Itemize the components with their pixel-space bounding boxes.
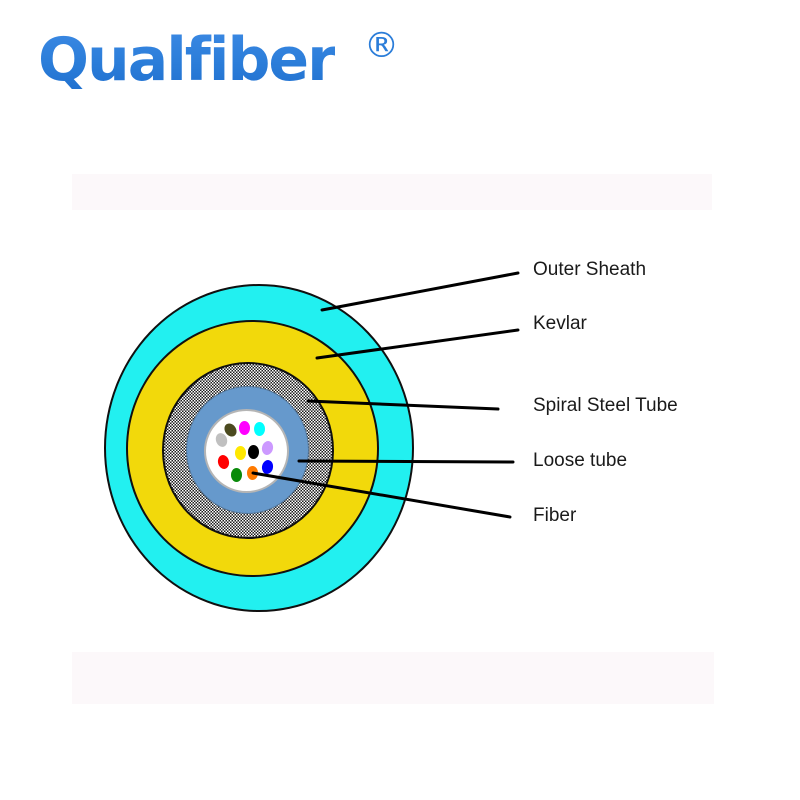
fiber-dot-aqua <box>253 422 265 436</box>
label-kevlar: Kevlar <box>533 313 587 334</box>
fiber-dot-orange <box>246 466 258 480</box>
label-outer-sheath: Outer Sheath <box>533 259 647 280</box>
fiber-dot-magenta <box>238 421 250 435</box>
brand-logo-text: Qualfiber <box>38 25 337 95</box>
fiber-dot-yellow <box>234 446 246 460</box>
faint-watermark-band-bottom <box>72 652 714 704</box>
label-spiral-steel-tube: Spiral Steel Tube <box>533 395 678 416</box>
brand-logo: Qualfiber ® <box>38 26 418 110</box>
leader-line-outer-sheath <box>320 271 520 312</box>
faint-watermark-band-top <box>72 174 712 210</box>
label-fiber: Fiber <box>533 505 577 526</box>
fiber-dot-black <box>247 445 259 459</box>
registered-trademark-icon: ® <box>364 26 399 66</box>
fiber-dot-green <box>230 468 242 482</box>
label-loose-tube: Loose tube <box>533 450 628 471</box>
